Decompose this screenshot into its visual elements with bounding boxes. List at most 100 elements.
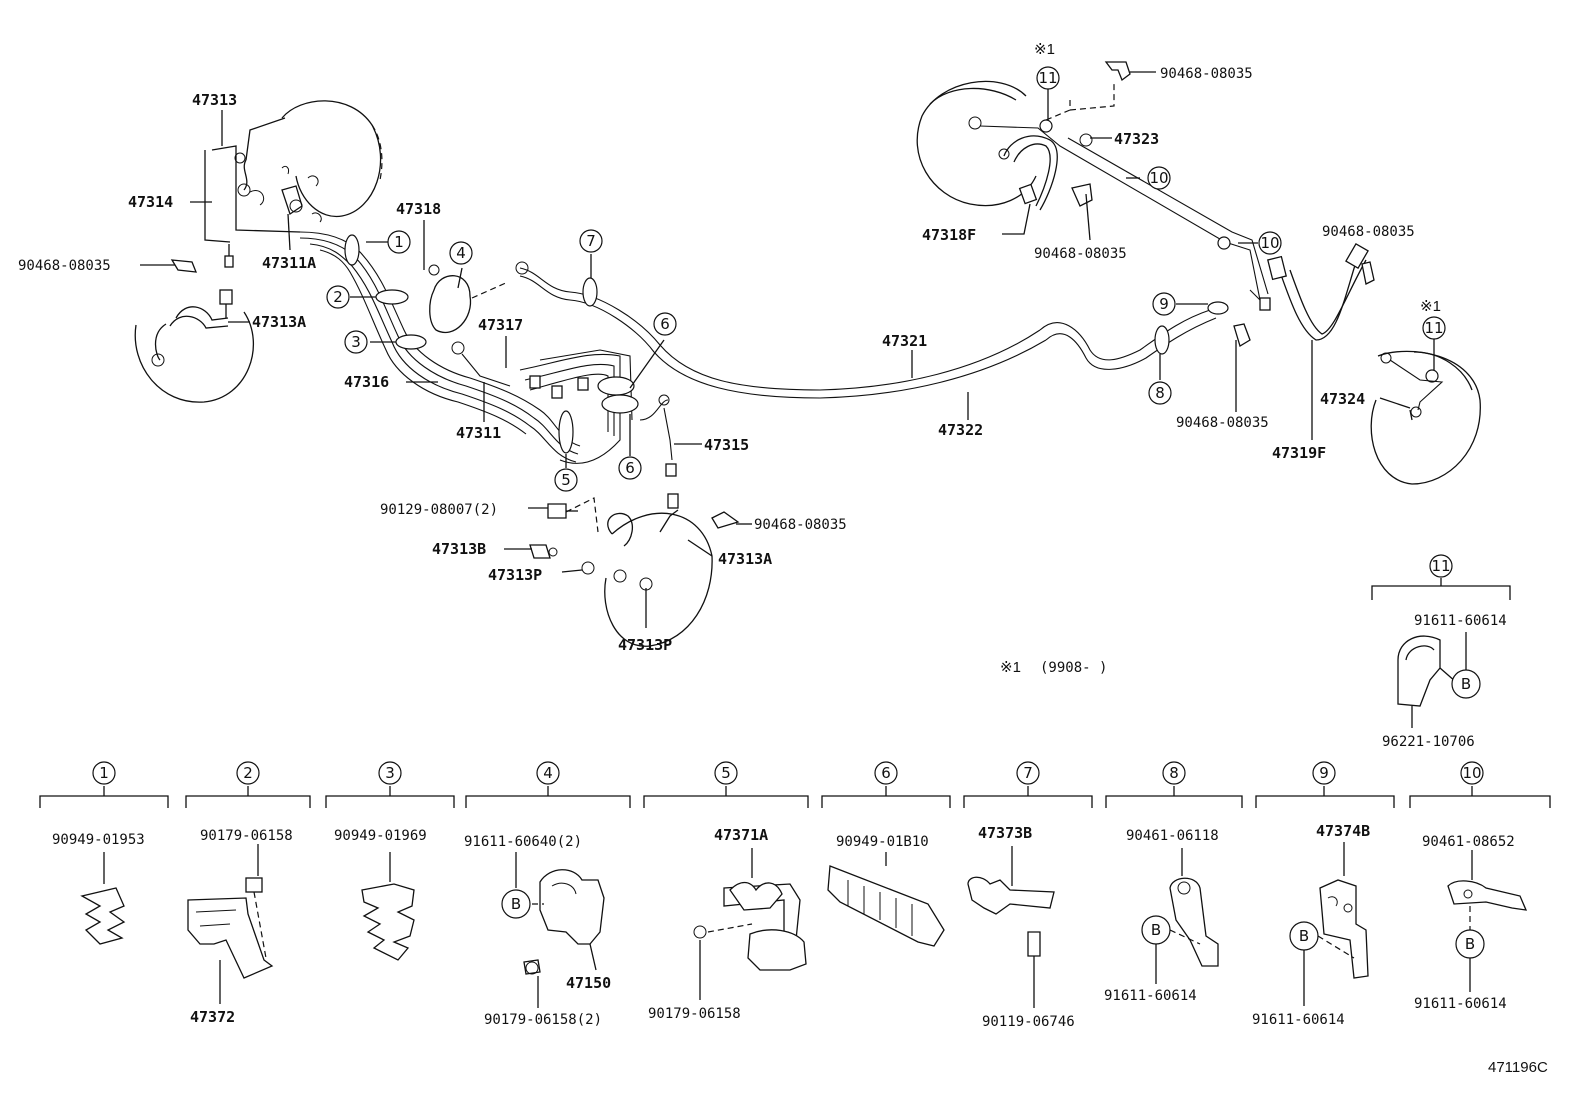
- label-90468-08035-center: 90468-08035: [754, 517, 847, 533]
- label-detail9-47374b: 47374B: [1316, 822, 1370, 840]
- callout-10b-text: 10: [1260, 234, 1279, 252]
- detail-header-10: 10: [1460, 761, 1484, 785]
- detail-header-9: 9: [1312, 761, 1336, 785]
- label-47318f: 47318F: [922, 226, 976, 244]
- label-47313b: 47313B: [432, 540, 486, 558]
- detail-4-number: 4: [543, 764, 553, 782]
- label-detail5-90179-06158: 90179-06158: [648, 1006, 741, 1022]
- detail-6-number: 6: [881, 764, 891, 782]
- label-47311a: 47311A: [262, 254, 316, 272]
- label-90468-08035-top-right: 90468-08035: [1160, 66, 1253, 82]
- label-detail3-90949-01969: 90949-01969: [334, 828, 427, 844]
- detail-header-5: 5: [714, 761, 738, 785]
- callout-5-text: 5: [561, 471, 571, 489]
- callout-2: 2: [326, 285, 350, 309]
- label-47313a-top: 47313A: [252, 313, 306, 331]
- label-detail10-91611-60614: 91611-60614: [1414, 996, 1507, 1012]
- detail-9-number: 9: [1319, 764, 1329, 782]
- detail-8-b-marker: B: [1151, 921, 1161, 939]
- callout-9: 9: [1152, 292, 1176, 316]
- tube-bundle: [299, 231, 1229, 477]
- label-47313a-bottom: 47313A: [718, 550, 772, 568]
- detail-8-number: 8: [1169, 764, 1179, 782]
- detail-10-number: 10: [1462, 764, 1481, 782]
- label-detail1-90949-01953: 90949-01953: [52, 832, 145, 848]
- callout-2-text: 2: [333, 288, 343, 306]
- star-note-right: ※1: [1420, 298, 1441, 315]
- detail-2-number: 2: [243, 764, 253, 782]
- detail-7-number: 7: [1023, 764, 1033, 782]
- detail-10-b-marker: B: [1465, 935, 1475, 953]
- label-detail4-47150: 47150: [566, 974, 611, 992]
- callout-8: 8: [1148, 381, 1172, 405]
- label-47315: 47315: [704, 436, 749, 454]
- label-detail2-47372: 47372: [190, 1008, 235, 1026]
- footnote-mark: ※1: [1000, 659, 1021, 676]
- callout-11a: 11: [1036, 66, 1060, 90]
- detail-header-6: 6: [874, 761, 898, 785]
- callout-6b: 6: [618, 456, 642, 480]
- label-47313p-bottom: 47313P: [618, 636, 672, 654]
- detail-header-7: 7: [1016, 761, 1040, 785]
- label-detail10-90461-08652: 90461-08652: [1422, 834, 1515, 850]
- label-90468-08035-lower-right: 90468-08035: [1176, 415, 1269, 431]
- label-47319f: 47319F: [1272, 444, 1326, 462]
- detail-header-4: 4: [536, 761, 560, 785]
- callout-4: 4: [449, 241, 473, 265]
- rear-left-brake: [916, 61, 1271, 311]
- part-labels: 47313 47314 90468-08035 47311A 4 7 3 1 8 473…: [18, 41, 1507, 750]
- callout-7-text: 7: [586, 232, 596, 250]
- callout-11c-text: 11: [1431, 557, 1450, 575]
- label-90129-08007: 90129-08007(2): [380, 502, 498, 518]
- callout-1: 1: [387, 230, 411, 254]
- callout-6a: 6: [653, 312, 677, 336]
- detail-9-b-marker: B: [1299, 927, 1309, 945]
- callout-9-text: 9: [1159, 295, 1169, 313]
- label-47314: 47314: [128, 193, 173, 211]
- label-detail5-47371a: 47371A: [714, 826, 768, 844]
- callout-5: 5: [554, 468, 578, 492]
- star-note-top: ※1: [1034, 41, 1055, 58]
- label-47322: 47322: [938, 421, 983, 439]
- detail-header-2: 2: [236, 761, 260, 785]
- detail-labels: 90949-01953 90179-06158 47372 90949-0196…: [52, 822, 1515, 1030]
- label-47313: 47313: [192, 91, 237, 109]
- figure-code: 471196C: [1488, 1059, 1548, 1076]
- callout-11c: 11: [1429, 554, 1453, 578]
- callouts: 1 2 3 4 7 6 5 6 11 10 10 9 8 11 11 1 2 3…: [92, 66, 1484, 953]
- detail-parts: [80, 842, 1528, 1008]
- callout-11b-text: 11: [1424, 319, 1443, 337]
- label-detail4-90179-06158: 90179-06158(2): [484, 1012, 602, 1028]
- detail-11: [1371, 578, 1511, 728]
- label-detail11-91611-60614: 91611-60614: [1414, 613, 1507, 629]
- label-detail11-96221-10706: 96221-10706: [1382, 734, 1475, 750]
- footnote-text: (9908- ): [1040, 660, 1107, 676]
- label-47316: 47316: [344, 373, 389, 391]
- rear-right-brake: [1233, 242, 1481, 485]
- label-detail7-90119-06746: 90119-06746: [982, 1014, 1075, 1030]
- detail-5-number: 5: [721, 764, 731, 782]
- label-detail7-47373b: 47373B: [978, 824, 1032, 842]
- detail-4-b-marker: B: [511, 895, 521, 913]
- label-47313p-left: 47313P: [488, 566, 542, 584]
- callout-3-text: 3: [351, 333, 361, 351]
- callout-10a: 10: [1147, 166, 1171, 190]
- detail-header-3: 3: [378, 761, 402, 785]
- label-47321: 47321: [882, 332, 927, 350]
- label-47324: 47324: [1320, 390, 1365, 408]
- callout-10b: 10: [1258, 231, 1282, 255]
- label-detail4-91611-60640: 91611-60640(2): [464, 834, 582, 850]
- callout-6a-text: 6: [660, 315, 670, 333]
- label-47317: 47317: [478, 316, 523, 334]
- detail-brackets: [39, 786, 1551, 808]
- label-90468-08035-left: 90468-08035: [18, 258, 111, 274]
- label-47323: 47323: [1114, 130, 1159, 148]
- detail-header-8: 8: [1162, 761, 1186, 785]
- leader-lines: [140, 71, 1435, 628]
- label-detail2-90179-06158: 90179-06158: [200, 828, 293, 844]
- callout-8-text: 8: [1155, 384, 1165, 402]
- callout-10a-text: 10: [1149, 169, 1168, 187]
- label-90468-08035-far-right: 90468-08035: [1322, 224, 1415, 240]
- label-detail6-90949-01b10: 90949-01B10: [836, 834, 929, 850]
